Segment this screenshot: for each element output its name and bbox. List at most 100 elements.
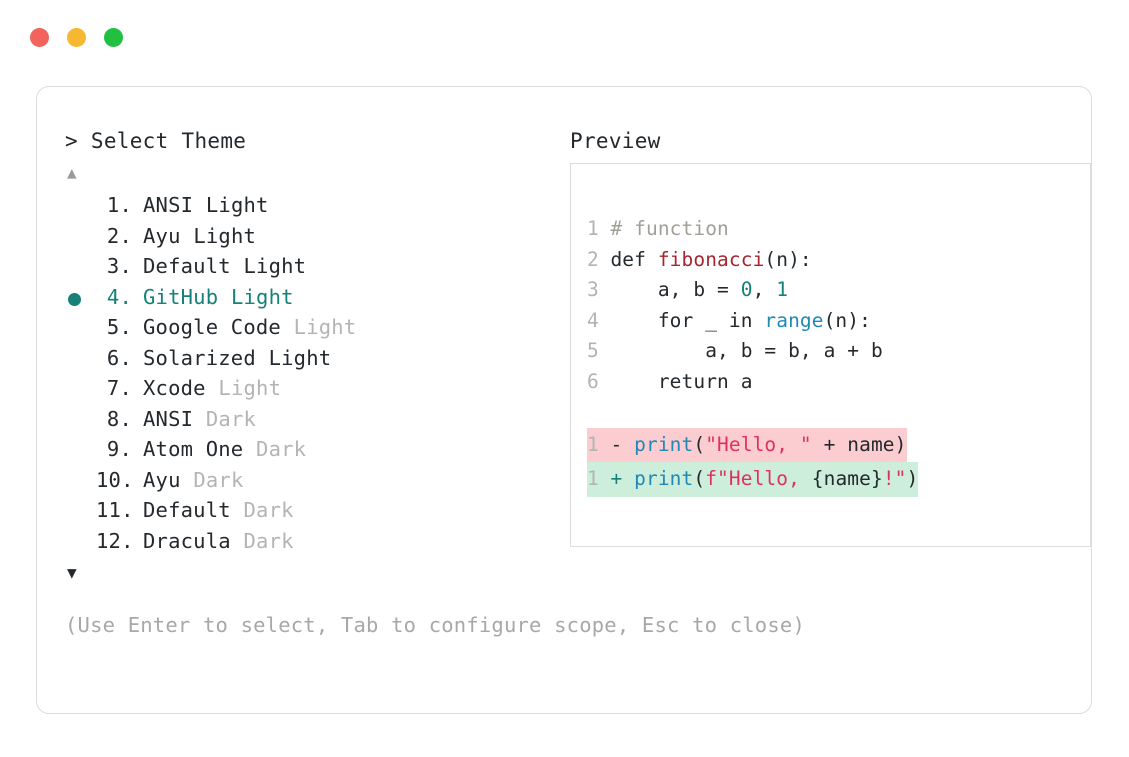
theme-item-name: Xcode — [143, 376, 206, 400]
code-line-content: 4 for _ in range(n): — [587, 306, 871, 337]
code-line: 4 for _ in range(n): — [571, 306, 1090, 337]
code-token: 0 — [740, 278, 753, 301]
code-line: 6 return a — [571, 367, 1090, 398]
theme-item-index: 12. — [96, 528, 134, 553]
theme-item-name: Solarized — [143, 345, 256, 370]
theme-list-item[interactable]: 11. Default Dark — [65, 498, 545, 529]
code-token: + — [610, 467, 635, 490]
theme-item-index: 1. — [106, 193, 132, 217]
page-title-text: Select Theme — [90, 129, 247, 153]
code-token: "Hello, " — [705, 432, 812, 456]
code-token: - — [610, 432, 635, 456]
line-number: 1 — [587, 217, 599, 240]
line-number: 3 — [587, 278, 599, 301]
selected-bullet-icon — [68, 293, 81, 307]
scroll-up-arrow-icon[interactable]: ▲ — [67, 163, 77, 182]
line-number: 6 — [587, 369, 599, 393]
theme-item-name: Dracula — [143, 528, 231, 553]
code-line-content: 2 def fibonacci(n): — [587, 245, 812, 276]
theme-item-variant: Dark — [193, 467, 244, 492]
code-token: 1 — [776, 278, 789, 301]
code-line: 1 # function — [571, 214, 1090, 245]
diff-line-del: 1- print("Hello, " + name) — [571, 427, 1090, 462]
code-token: print — [634, 467, 694, 490]
maximize-window-button[interactable] — [104, 28, 123, 47]
theme-item-variant: Dark — [243, 498, 294, 522]
line-number: 5 — [587, 339, 599, 362]
code-token: , — [752, 278, 777, 301]
theme-item-index: 3. — [106, 254, 132, 278]
preview-label: Preview — [570, 129, 661, 153]
code-line-content: 1+ print(f"Hello, {name}!") — [587, 462, 919, 497]
code-token: def — [610, 247, 658, 271]
code-token: return a — [610, 369, 753, 393]
code-token: (n): — [764, 247, 812, 271]
code-line-content: 1 # function — [587, 214, 729, 245]
diff-line-add: 1+ print(f"Hello, {name}!") — [571, 462, 1090, 497]
code-line-content: 6 return a — [587, 367, 753, 398]
code-token: ) — [906, 467, 919, 490]
theme-item-variant: Light — [293, 315, 357, 339]
code-line-content: 1- print("Hello, " + name) — [587, 427, 907, 462]
code-token: print — [634, 432, 694, 456]
window-traffic-lights — [30, 28, 123, 47]
code-token: range — [764, 308, 824, 332]
theme-item-index: 8. — [106, 406, 132, 431]
line-number: 2 — [587, 247, 599, 271]
code-line-content: 3 a, b = 0, 1 — [587, 275, 788, 306]
theme-item-variant: Light — [193, 223, 257, 248]
theme-item-index: 11. — [96, 498, 134, 522]
code-token: f"Hello, — [705, 467, 812, 490]
code-token: + name — [811, 432, 895, 456]
keyboard-hint: (Use Enter to select, Tab to configure s… — [65, 613, 805, 637]
code-token: for _ in — [610, 308, 765, 332]
code-spacer — [571, 397, 1090, 428]
theme-item-variant: Dark — [256, 437, 307, 461]
code-token: fibonacci — [657, 247, 765, 271]
code-line: 5 a, b = b, a + b — [571, 336, 1090, 367]
theme-item-name: Ayu — [143, 467, 181, 492]
code-token: ( — [693, 467, 706, 490]
scroll-down-arrow-icon[interactable]: ▼ — [67, 563, 77, 582]
theme-item-name: ANSI — [143, 406, 194, 431]
line-number: 1 — [587, 467, 599, 490]
theme-item-variant: Dark — [243, 528, 294, 553]
theme-item-variant: Dark — [205, 406, 257, 431]
theme-list-item[interactable]: 12. Dracula Dark — [65, 529, 545, 560]
theme-item-index: 6. — [106, 345, 132, 370]
line-number: 1 — [587, 432, 599, 456]
code-token: (n): — [823, 308, 871, 332]
code-line-content: 5 a, b = b, a + b — [587, 336, 883, 367]
theme-item-index: 2. — [106, 223, 132, 248]
page-title: > Select Theme — [65, 129, 246, 153]
code-token: # function — [610, 217, 729, 240]
theme-item-variant: Light — [218, 376, 282, 400]
theme-item-index: 9. — [106, 437, 132, 461]
theme-item-variant: Light — [230, 284, 294, 309]
theme-item-name: Google Code — [143, 315, 281, 339]
header-row: > Select Theme Preview — [65, 129, 1063, 163]
theme-list-item[interactable]: 8. ANSI Dark — [65, 407, 545, 438]
close-window-button[interactable] — [30, 28, 49, 47]
minimize-window-button[interactable] — [67, 28, 86, 47]
code-token: ( — [693, 432, 706, 456]
code-token: ! — [882, 467, 895, 490]
theme-item-variant: Light — [243, 254, 307, 278]
theme-item-name: Default — [143, 498, 231, 522]
